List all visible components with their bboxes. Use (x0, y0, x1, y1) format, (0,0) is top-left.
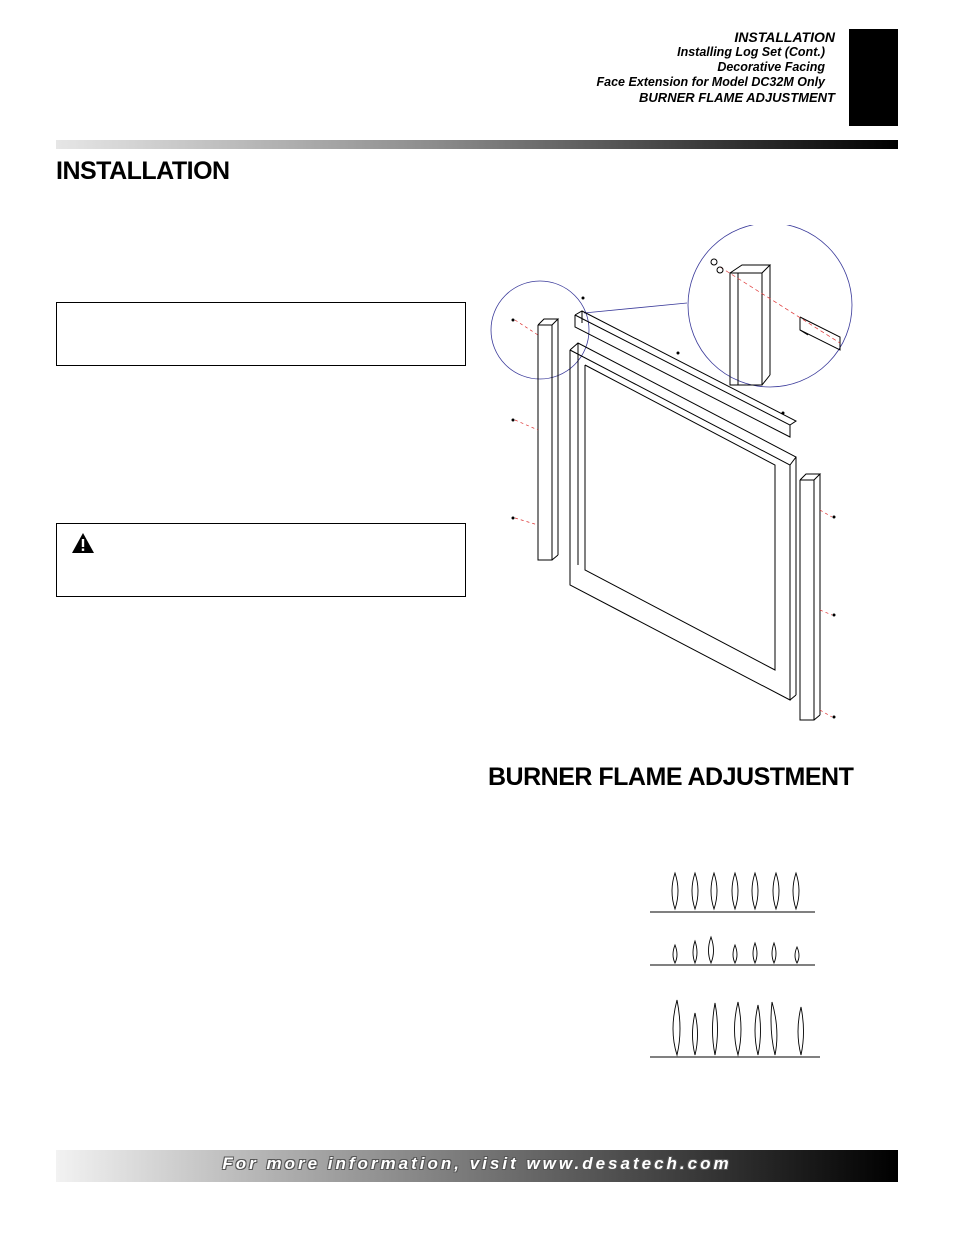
header-topic-face-extension: Face Extension for Model DC32M Only (596, 75, 825, 89)
section-heading-burner-flame: BURNER FLAME ADJUSTMENT (488, 763, 854, 791)
header-topic-current: BURNER FLAME ADJUSTMENT (639, 90, 835, 105)
flame-pattern-diagram (650, 871, 820, 1058)
page-tab-marker (849, 29, 898, 126)
footer-bar: For more information, visit www.desatech… (56, 1150, 898, 1182)
warning-box (56, 523, 466, 597)
header-section-title: INSTALLATION (734, 29, 835, 45)
warning-triangle-icon (72, 533, 94, 553)
section-heading-installation: INSTALLATION (56, 157, 230, 185)
decorative-facing-diagram (490, 225, 853, 721)
header-contents: INSTALLATION Installing Log Set (Cont.) … (596, 29, 835, 106)
header-topic-decorative-facing: Decorative Facing (717, 60, 825, 74)
footer-website-text: For more information, visit www.desatech… (222, 1154, 732, 1173)
header-topic-log-set: Installing Log Set (Cont.) (677, 45, 825, 59)
notice-box (56, 302, 466, 366)
header-rule (56, 140, 898, 149)
